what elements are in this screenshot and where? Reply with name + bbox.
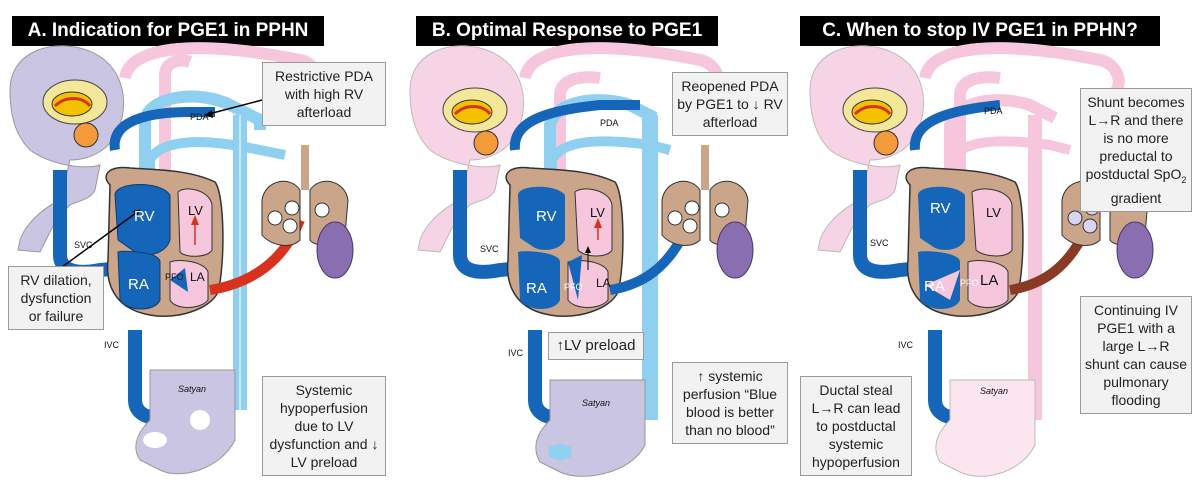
baby-legs bbox=[135, 369, 236, 475]
note-shunt-tail: gradient bbox=[1110, 189, 1162, 206]
label-ivc: IVC bbox=[104, 340, 120, 350]
panel-b-diagram bbox=[409, 42, 754, 477]
label-la: LA bbox=[596, 276, 611, 290]
label-pda: PDA bbox=[190, 112, 209, 122]
note-restrictive-pda: Restrictive PDA with high RV afterload bbox=[262, 62, 386, 126]
note-ductal-steal: Ductal steal L→R can lead to postductal … bbox=[800, 376, 912, 476]
label-rv: RV bbox=[930, 200, 951, 217]
label-la: LA bbox=[190, 270, 205, 284]
label-ra: RA bbox=[924, 278, 945, 295]
panel-c: C. When to stop IV PGE1 in PPHN? PDA RV … bbox=[800, 0, 1200, 500]
label-pfo: PFO bbox=[564, 282, 583, 292]
label-la: LA bbox=[980, 272, 999, 289]
panel-b-title: B. Optimal Response to PGE1 bbox=[416, 16, 718, 46]
la-chamber bbox=[169, 259, 209, 308]
panel-a-title: A. Indication for PGE1 in PPHN bbox=[12, 16, 324, 46]
label-svc: SVC bbox=[480, 244, 499, 254]
label-lv: LV bbox=[188, 203, 203, 218]
note-shunt-text: Shunt becomes L→R and there is no more p… bbox=[1085, 94, 1185, 182]
label-pfo: PFO bbox=[960, 278, 979, 288]
label-rv: RV bbox=[134, 208, 155, 225]
label-signature: Satyan bbox=[980, 386, 1009, 396]
note-systemic-perfusion: ↑ systemic perfusion “Blue blood is bett… bbox=[672, 362, 788, 444]
label-pfo: PFO bbox=[165, 272, 184, 282]
label-lv: LV bbox=[986, 205, 1001, 220]
panel-a: A. Indication for PGE1 in PPHN bbox=[0, 0, 400, 500]
cerebellum bbox=[73, 122, 99, 148]
panel-c-diagram bbox=[809, 42, 1154, 477]
label-ra: RA bbox=[128, 276, 149, 293]
label-svc: SVC bbox=[870, 238, 889, 248]
note-shunt-lr: Shunt becomes L→R and there is no more p… bbox=[1080, 88, 1192, 212]
note-lv-preload: ↑LV preload bbox=[548, 332, 644, 360]
panel-c-title: C. When to stop IV PGE1 in PPHN? bbox=[800, 16, 1160, 46]
label-pda: PDA bbox=[984, 106, 1003, 116]
label-svc: SVC bbox=[74, 240, 93, 250]
label-signature: Satyan bbox=[178, 384, 207, 394]
note-reopened-pda: Reopened PDA by PGE1 to ↓ RV afterload bbox=[672, 72, 788, 136]
label-pda: PDA bbox=[600, 118, 619, 128]
note-systemic-hypoperfusion: Systemic hypoperfusion due to LV dysfunc… bbox=[262, 376, 386, 476]
label-ivc: IVC bbox=[898, 340, 914, 350]
brain-inner bbox=[51, 91, 93, 117]
label-ivc: IVC bbox=[508, 348, 524, 358]
note-pulmonary-flooding: Continuing IV PGE1 with a large L→R shun… bbox=[1080, 296, 1192, 414]
label-signature: Satyan bbox=[582, 398, 611, 408]
panel-b: B. Optimal Response to PGE1 bbox=[400, 0, 800, 500]
note-shunt-sub: 2 bbox=[1181, 174, 1187, 185]
label-rv: RV bbox=[536, 208, 557, 225]
ra-chamber bbox=[117, 250, 161, 310]
liver bbox=[316, 221, 354, 279]
note-rv-dilation: RV dilation, dysfunction or failure bbox=[8, 266, 104, 330]
label-ra: RA bbox=[526, 280, 547, 297]
label-lv: LV bbox=[590, 205, 605, 220]
